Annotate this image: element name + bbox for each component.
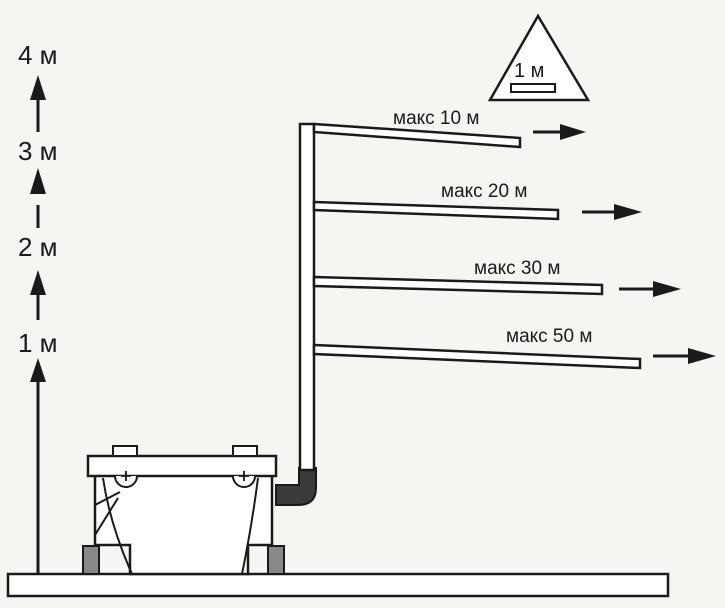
height-arrow-4m [30,75,46,100]
height-label-4m: 4 м [18,40,58,70]
pipe-30m [312,275,604,296]
unit-lid [86,454,278,478]
pipe-label-30m: макс 30 м [474,258,560,279]
pitch-bar [510,83,556,93]
height-label-1m: 1 м [18,328,58,358]
flow-arrow-30m [619,281,681,297]
pipe-label-10m: макс 10 м [393,108,479,129]
pipe-20m [312,200,560,221]
floor-slab [6,572,670,598]
height-arrow-3m [30,168,46,194]
pipe-label-20m: макс 20 м [441,181,527,202]
flow-arrow-50m [653,348,716,364]
unit-body [93,472,274,576]
unit-clip-right [232,445,258,457]
unit-foot-right [267,545,285,575]
height-label-3m: 3 м [18,136,58,166]
unit-screw-left [114,475,138,488]
height-arrow-2m [30,270,46,295]
pitch-label: 1 м [514,60,544,82]
plus-icon-right: + [237,466,250,485]
height-scale: 1 м 2 м 3 м 4 м [18,40,58,574]
flow-arrow-10m [533,124,586,140]
pitch-triangle [487,13,591,102]
height-label-2m: 2 м [18,232,58,262]
pipe-label-50m: макс 50 м [506,326,592,347]
plus-icon-left: + [119,466,132,485]
unit-clip-left [112,445,138,457]
height-arrow-1m [30,358,46,382]
toilet-unit: + + [82,445,285,576]
elbow-connector [275,467,317,506]
pipe-10m [312,122,522,149]
flow-arrow-20m [582,204,642,220]
unit-foot-left [82,545,100,575]
riser-pipe [298,122,316,472]
pipe-50m [312,343,642,370]
pitch-sign: 1 м [487,13,591,102]
unit-screw-right [232,475,256,488]
